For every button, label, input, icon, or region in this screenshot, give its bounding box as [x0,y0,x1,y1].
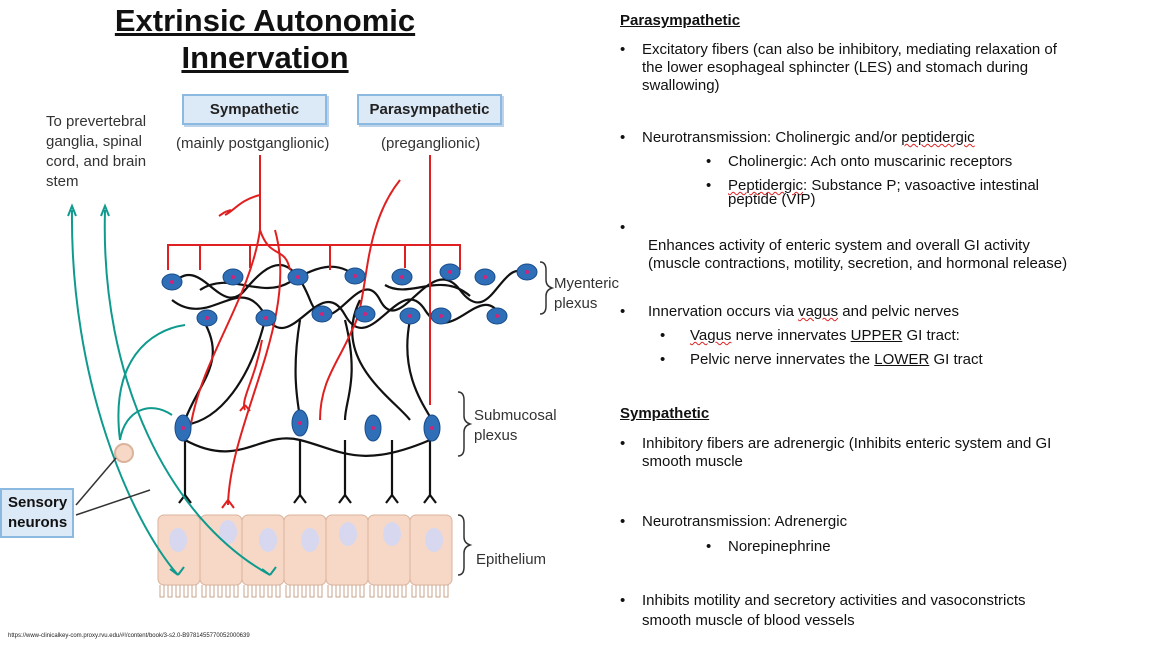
parasympathetic-header: Parasympathetic [620,12,741,29]
myenteric-label: Myenteric plexus [554,274,619,314]
submucosal-label: Submucosal plexus [474,406,557,446]
para-b2-sub1-text: Cholinergic: Ach onto muscarinic recepto… [728,153,1013,170]
bullet-dot: • [620,592,626,609]
bullet-dot: • [660,327,666,344]
prevertebral-line-3: cord, and brain [46,153,147,170]
bullet-dot: • [620,129,626,146]
para-b4-post: and pelvic nerves [838,303,960,320]
para-b1-line-1: Excitatory fibers (can also be inhibitor… [642,41,1057,58]
symp-b1-line-1: Inhibitory fibers are adrenergic (Inhibi… [642,435,1052,452]
prevertebral-line-4: stem [46,173,79,190]
epithelium-label: Epithelium [476,551,547,568]
sympathetic-header: Sympathetic [620,405,710,422]
sympathetic-note: (mainly postganglionic) [176,135,330,152]
title-line-2: Innervation [181,40,349,75]
enteric-fibers [171,264,526,504]
bullet-dot: • [620,41,626,58]
submucosal-line-1: Submucosal [474,407,557,424]
prevertebral-line-2: ganglia, spinal [46,133,142,150]
page-title: Extrinsic Autonomic Innervation [40,2,490,76]
para-b2-sub2-word: Peptidergic [728,177,804,194]
innervation-diagram [67,155,555,598]
braces [457,261,555,576]
neuron-nuclei [170,270,529,430]
para-b2-peptidergic: peptidergic [901,129,975,146]
bullet-dot: • [706,153,712,170]
prevertebral-label: To prevertebral ganglia, spinal cord, an… [46,112,146,192]
source-url: https://www-clinicalkey-com.proxy.rvu.ed… [8,633,250,639]
para-b4-sub2-end: GI tract [929,351,983,368]
bullet-dot: • [620,435,626,452]
para-b4-sub2-pre: Pelvic nerve innervates the [690,351,875,368]
para-b2-sub2-rest: : Substance P; vasoactive intestinal [803,177,1040,194]
myenteric-line-1: Myenteric [554,275,620,292]
para-b4-pre: Innervation occurs via [648,303,799,320]
bullet-dot: • [706,177,712,194]
sympathetic-box: Sympathetic [182,94,327,125]
para-b2-text: Neurotransmission: Cholinergic and/or [642,129,902,146]
symp-b2-sub-text: Norepinephrine [728,538,831,555]
submucosal-neurons [174,409,441,442]
bullet-dot: • [620,303,626,320]
sensory-line-2: neurons [8,514,68,531]
bullet-dot: • [706,538,712,555]
para-b3-line-2: (muscle contractions, motility, secretio… [648,255,1068,272]
para-b1-line-2: the lower esophageal sphincter (LES) and… [642,59,1029,76]
bullet-dot: • [620,513,626,530]
para-b4-sub2-lower: LOWER [874,351,930,368]
sensory-neurons-box: Sensory neurons [0,488,74,538]
symp-b3-line-1: Inhibits motility and secretory activiti… [642,592,1026,609]
title-line-1: Extrinsic Autonomic [114,3,416,38]
autonomic-fibers [167,155,461,509]
bullet-dot: • [660,351,666,368]
para-b3-text: Enhances activity of enteric system and … [648,237,1067,273]
myenteric-neurons [161,263,538,327]
parasympathetic-box: Parasympathetic [357,94,502,125]
sensory-line-1: Sensory [8,494,68,511]
para-b2-sub2-line-2: peptide (VIP) [728,191,816,208]
para-b4-sub1-vagus: Vagus [690,327,732,344]
bullet-dot: • [620,219,626,236]
symp-b3-line-2: smooth muscle of blood vessels [642,612,855,629]
para-b1-line-3: swallowing) [642,77,720,94]
submucosal-line-2: plexus [474,427,518,444]
myenteric-line-2: plexus [554,295,598,312]
symp-b2-text: Neurotransmission: Adrenergic [642,513,848,530]
para-b4-sub1-mid: nerve innervates [731,327,851,344]
para-b4-vagus: vagus [798,303,839,320]
para-b4-sub1-end: GI tract: [902,327,960,344]
sensory-cell-body [114,443,134,463]
para-b4-sub1-upper: UPPER [850,327,903,344]
symp-b1-line-2: smooth muscle [642,453,743,470]
sensory-fibers [67,203,277,576]
prevertebral-line-1: To prevertebral [46,113,147,130]
para-b3-line-1: Enhances activity of enteric system and … [648,237,1030,254]
epithelium-cells [157,514,453,598]
parasympathetic-note: (preganglionic) [381,135,481,152]
